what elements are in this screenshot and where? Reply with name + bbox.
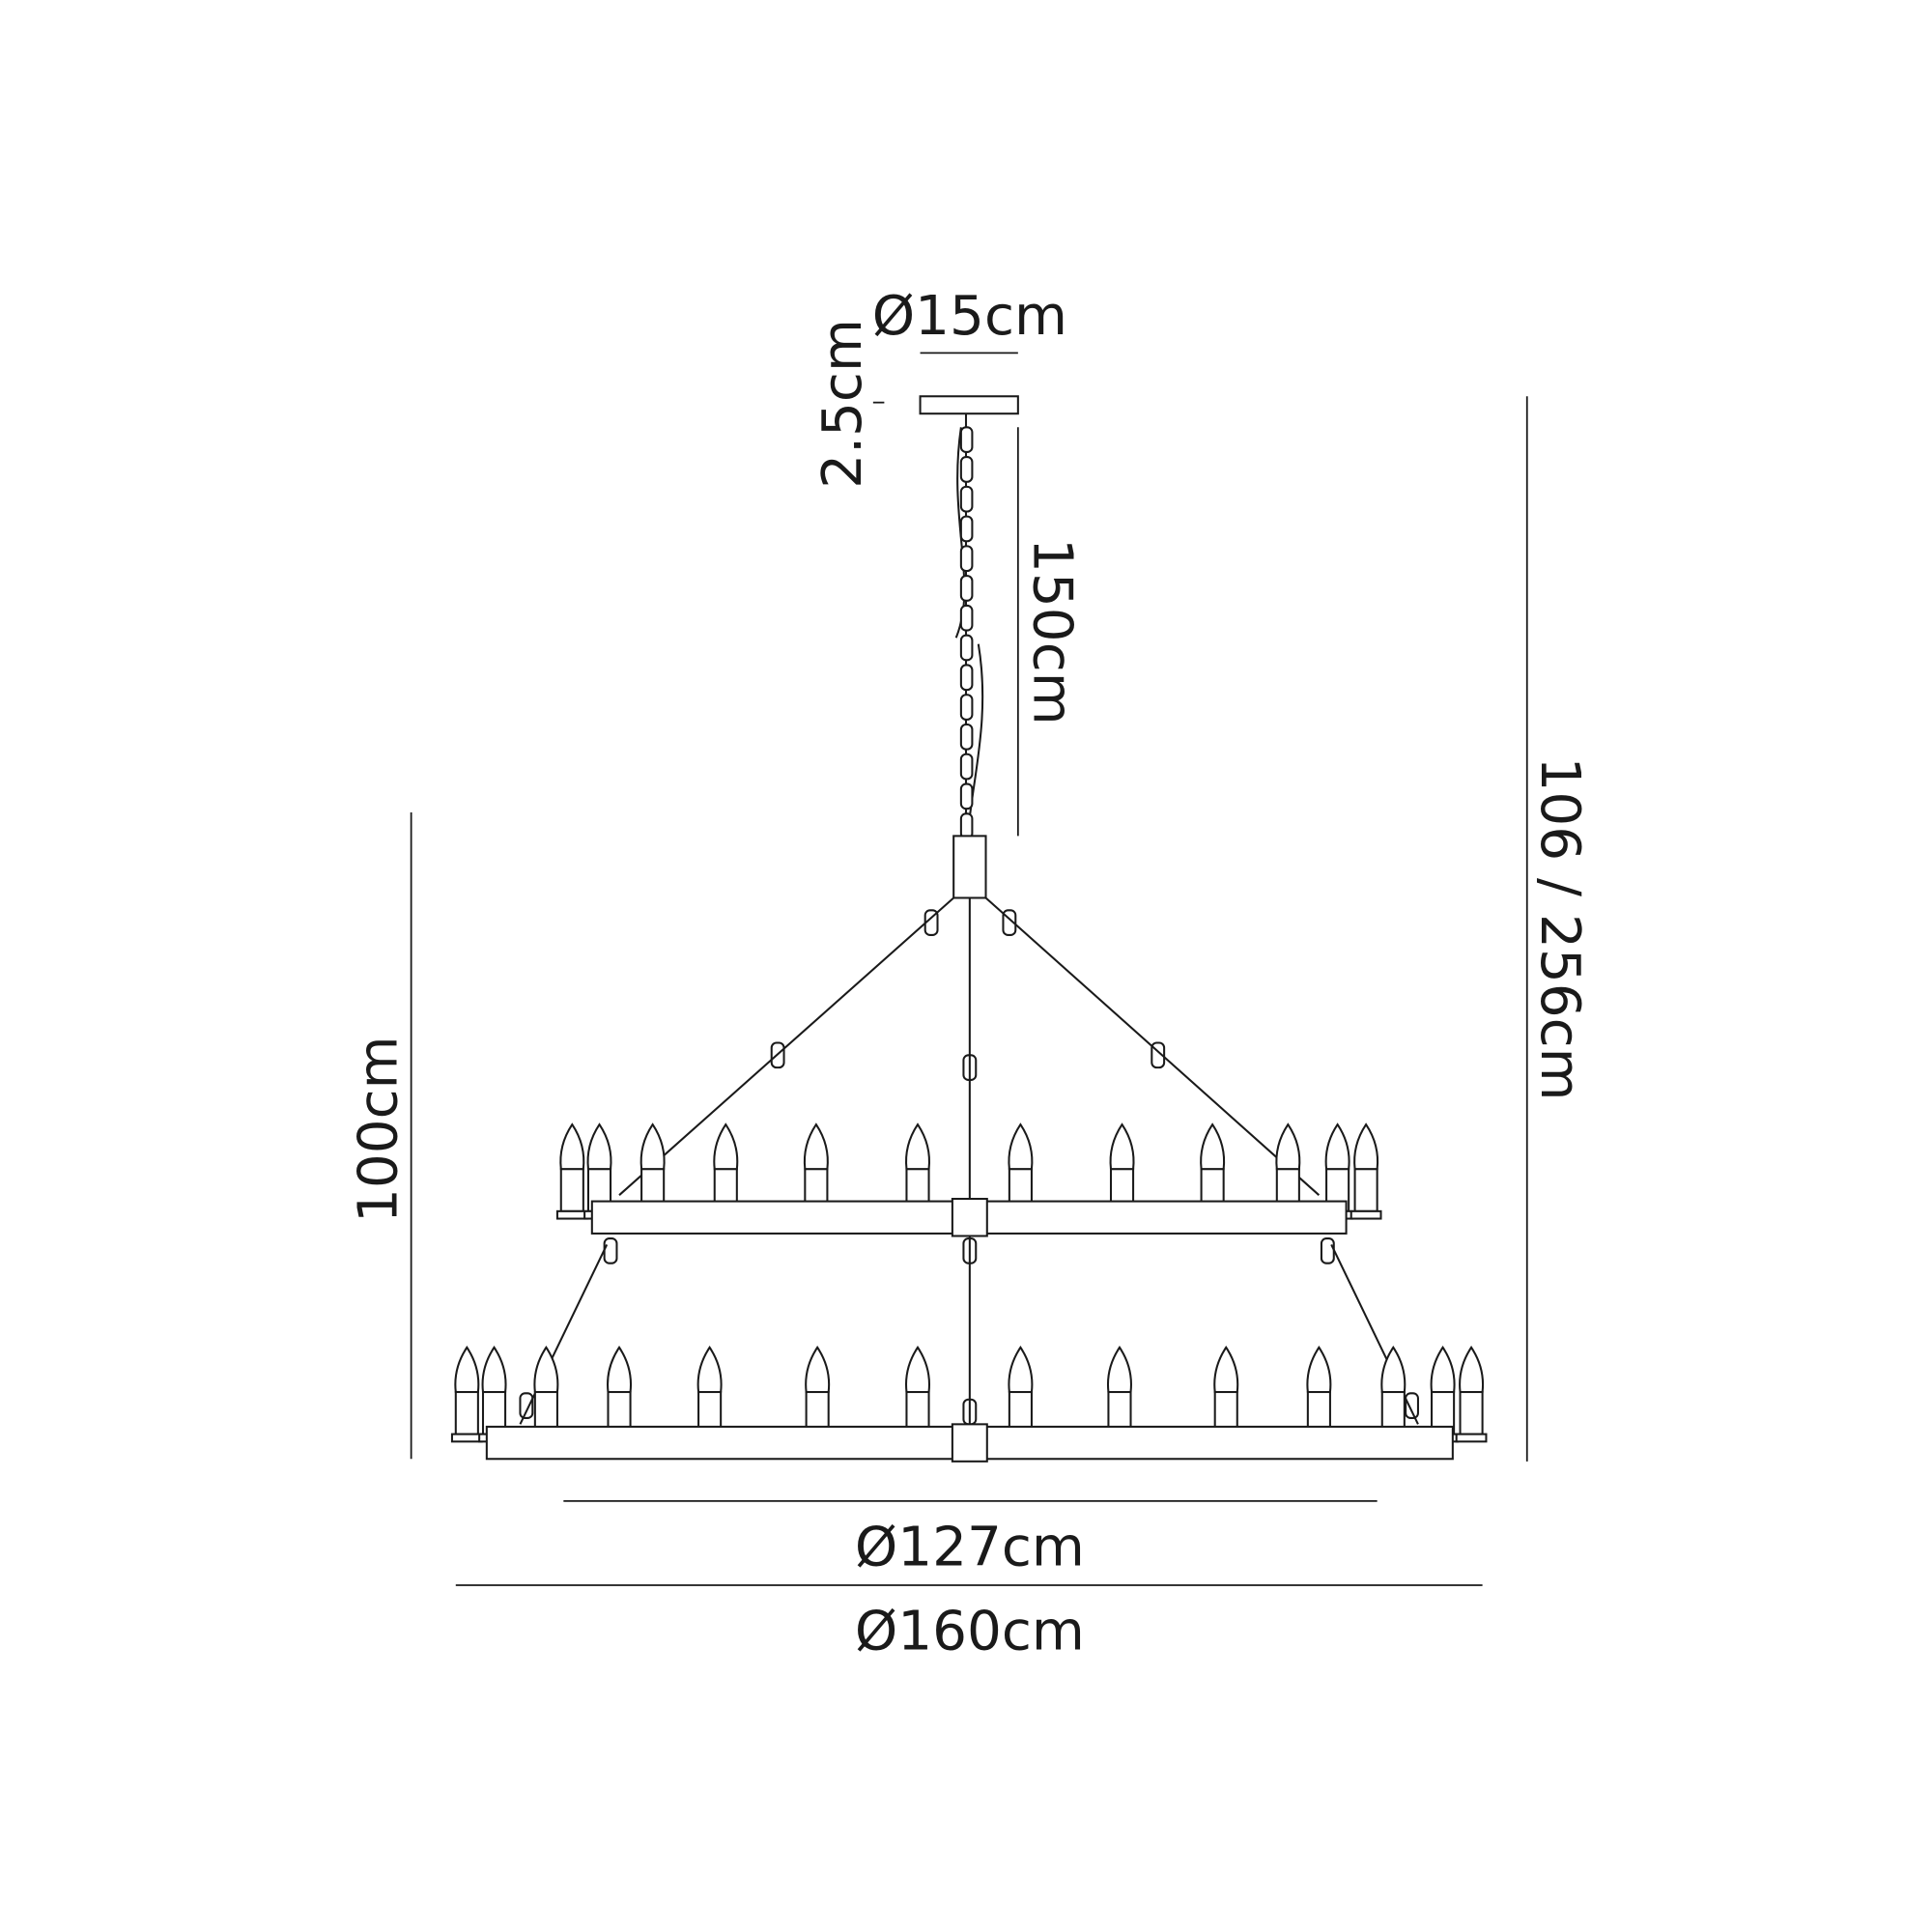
chain-link: [959, 575, 974, 602]
total-height-label: 106 / 256cm: [1528, 756, 1591, 1100]
upper-arm-left: [618, 896, 954, 1196]
chain-link: [1320, 1237, 1335, 1264]
candle-bulb: [529, 1346, 562, 1443]
candle-bulb: [555, 1122, 588, 1220]
lower-hub: [951, 1423, 988, 1463]
chain-link: [959, 426, 974, 453]
lower-diameter-label: Ø160cm: [855, 1601, 1085, 1663]
chain-length-label: 150cm: [1021, 538, 1084, 725]
body-height-label: 100cm: [347, 1036, 410, 1223]
lower-arm-left: [519, 1244, 609, 1425]
chain-link: [959, 753, 974, 781]
chain-link: [1405, 1392, 1419, 1419]
canopy-height-label: 2.5cm: [811, 319, 874, 489]
chain-link: [959, 664, 974, 692]
chain-link: [959, 723, 974, 751]
chain-link: [959, 515, 974, 543]
ceiling-canopy: [919, 395, 1019, 415]
upper-arm-right: [984, 896, 1321, 1196]
canopy-diameter-label: Ø15cm: [872, 285, 1067, 348]
chain-link: [959, 456, 974, 483]
chain-link: [959, 545, 974, 573]
chain-link: [519, 1392, 534, 1419]
candle-bulb: [1350, 1122, 1382, 1220]
candle-bulb: [801, 1346, 834, 1443]
top-hub: [952, 835, 987, 899]
chandelier-drawing: [450, 395, 1488, 1463]
candle-bulb: [450, 1346, 483, 1443]
candle-bulb: [1455, 1346, 1488, 1443]
chain-link: [959, 782, 974, 810]
chain-link: [959, 694, 974, 721]
chain-link: [959, 634, 974, 662]
chain-link: [603, 1237, 618, 1264]
chain-link: [959, 812, 974, 839]
chain-link: [959, 604, 974, 632]
chain-link: [959, 485, 974, 513]
upper-hub: [951, 1198, 988, 1237]
upper-diameter-label: Ø127cm: [855, 1517, 1085, 1579]
